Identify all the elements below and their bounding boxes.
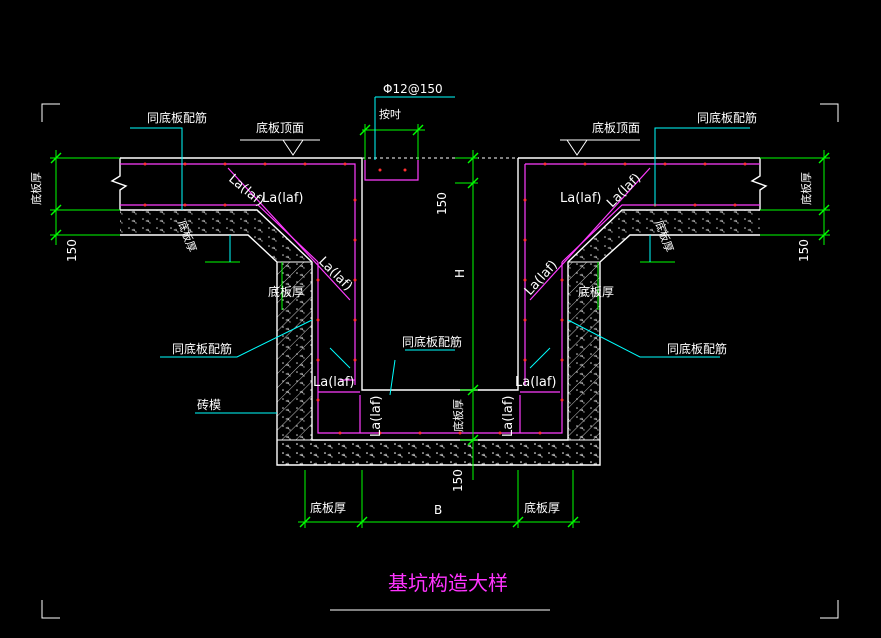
slab-thick-wall-left-label: 底板厚 <box>268 284 304 299</box>
slab-thick-left-label: 底板厚 <box>29 172 43 205</box>
dimension-lines <box>50 124 830 528</box>
leader-lines <box>130 96 750 414</box>
rebar-spec-label: Φ12@150 <box>383 82 443 96</box>
same-rebar-mid-left-label: 同底板配筋 <box>172 341 232 356</box>
slab-thick-right-label: 底板厚 <box>799 172 813 205</box>
same-rebar-bottom-label: 同底板配筋 <box>402 334 462 349</box>
la-label-1: La(laf) <box>225 172 266 210</box>
dim-150-bottom-label: 150 <box>451 469 465 492</box>
la-label-2: La(laf) <box>262 191 304 206</box>
viewport-frame <box>41 103 839 619</box>
la-label-6: La(laf) <box>522 258 561 299</box>
la-label-8: La(laf) <box>515 375 557 390</box>
la-label-10: La(laf) <box>501 395 516 437</box>
slab-top-right-label: 底板顶面 <box>592 120 640 135</box>
brick-mold <box>276 261 601 441</box>
la-label-9: La(laf) <box>369 395 384 437</box>
la-label-7: La(laf) <box>313 375 355 390</box>
slab-top-markers <box>240 139 640 156</box>
brick-mold-label: 砖模 <box>197 397 221 412</box>
concrete-outline <box>110 157 768 466</box>
dim-H-label: H <box>453 269 467 278</box>
dim-150-right-label: 150 <box>797 239 811 262</box>
dim-150-left-label: 150 <box>65 239 79 262</box>
slab-thick-wall-right-label: 底板厚 <box>578 284 614 299</box>
dimension-ticks <box>50 124 830 528</box>
rebar-lines <box>120 160 760 434</box>
dim-150-pit-label: 150 <box>435 192 449 215</box>
la-label-3: La(laf) <box>315 254 355 294</box>
slab-thick-bottom-label: 底板厚 <box>451 399 465 432</box>
la-label-4: La(laf) <box>560 191 602 206</box>
slab-top-left-label: 底板顶面 <box>256 120 304 135</box>
same-rebar-top-right-label: 同底板配筋 <box>697 110 757 125</box>
rebar-dots <box>143 162 747 435</box>
dim-bottom-right-label: 底板厚 <box>524 500 560 515</box>
same-rebar-mid-right-label: 同底板配筋 <box>667 341 727 356</box>
dim-B-label: B <box>434 503 442 517</box>
drawing-title: 基坑构造大样 <box>388 571 508 595</box>
dim-bottom-left-label: 底板厚 <box>310 500 346 515</box>
same-rebar-top-left-label: 同底板配筋 <box>147 110 207 125</box>
anchor-hook-label: 按吋 <box>379 107 401 121</box>
